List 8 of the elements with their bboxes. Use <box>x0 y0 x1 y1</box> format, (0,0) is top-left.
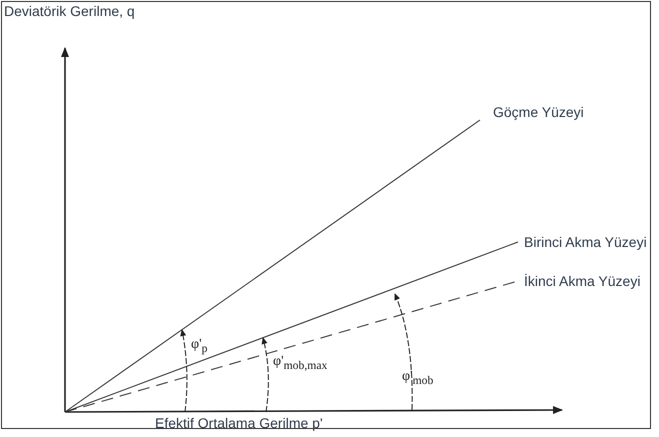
axis-title: Efektif Ortalama Gerilme p' <box>155 414 323 432</box>
axis-title: Deviatörik Gerilme, q <box>4 2 135 20</box>
line-label: İkinci Akma Yüzeyi <box>524 272 640 290</box>
line-label: Göçme Yüzeyi <box>493 103 584 121</box>
angle-label: φ'$_{p}$ <box>191 336 208 357</box>
line-label: Birinci Akma Yüzeyi <box>524 233 647 251</box>
angle-label: φ'$_{mob,max}$ <box>273 353 328 374</box>
angle-label: φ'$_{mob}$ <box>402 368 434 389</box>
